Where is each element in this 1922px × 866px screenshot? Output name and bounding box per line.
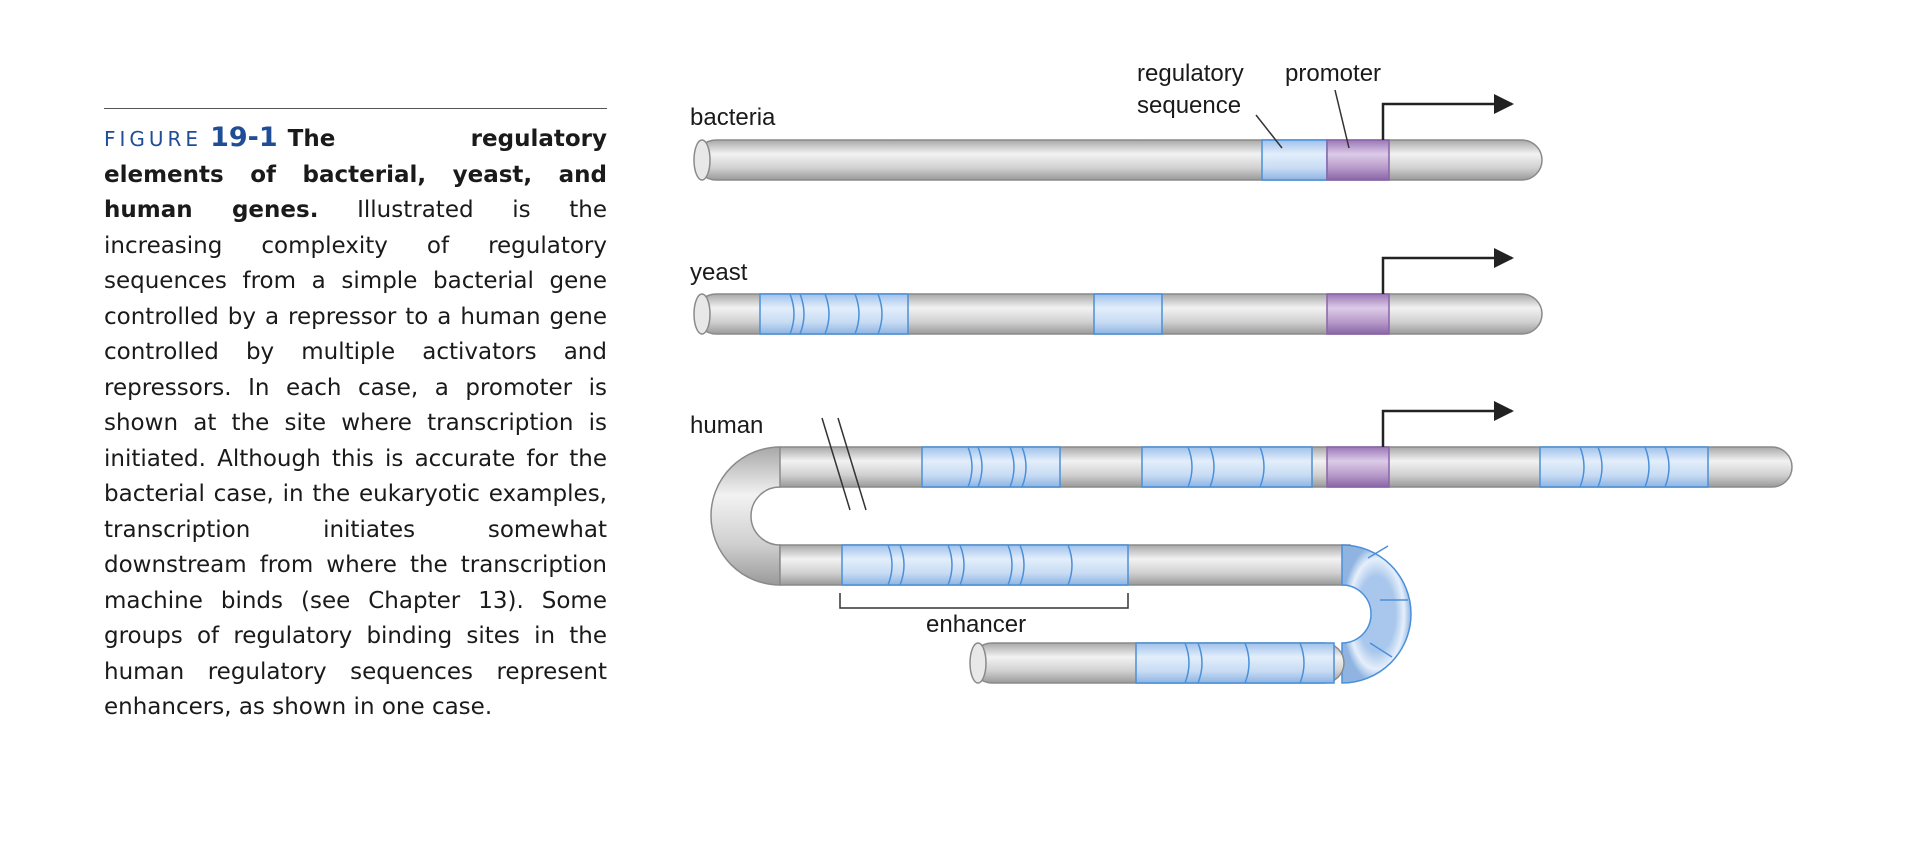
human-regulatory-cluster-2 xyxy=(1141,446,1313,488)
human-promoter xyxy=(1326,446,1390,488)
bacteria-strand-end xyxy=(693,139,711,181)
promoter-leader xyxy=(1334,89,1350,149)
yeast-gene: yeast xyxy=(690,248,1543,335)
bacteria-gene: bacteria regulatory sequence promoter xyxy=(690,60,1543,181)
yeast-site-dividers xyxy=(789,293,883,335)
yeast-regulatory-cluster xyxy=(759,293,909,335)
human-regulatory-cluster-4 xyxy=(1135,642,1335,684)
human-cluster-1-dividers xyxy=(967,446,1027,488)
yeast-label: yeast xyxy=(690,259,748,286)
human-cluster-2-dividers xyxy=(1187,446,1265,488)
figure-title: The regulatory elements of bacterial, ye… xyxy=(104,126,607,223)
caption-body: Illustrated is the increasing complexity… xyxy=(104,197,608,720)
human-break-mark-2 xyxy=(837,417,867,511)
enhancer-bracket xyxy=(839,593,1129,609)
bacteria-dna-strand xyxy=(695,139,1543,181)
human-regulatory-cluster-1 xyxy=(921,446,1061,488)
bacteria-transcription-arrow xyxy=(1381,94,1514,140)
regulatory-sequence-label-line2: sequence xyxy=(1137,92,1241,119)
human-cluster-4-dividers xyxy=(1184,642,1305,684)
figure-number: 19-1 xyxy=(210,122,278,153)
yeast-promoter xyxy=(1326,293,1390,335)
yeast-strand-end xyxy=(693,293,711,335)
promoter-label: promoter xyxy=(1285,60,1381,87)
enhancer-label: enhancer xyxy=(926,611,1026,638)
figure-label: FIGURE xyxy=(104,127,203,151)
human-strand-end xyxy=(969,642,987,684)
human-gene: human enhancer xyxy=(690,401,1793,684)
human-break-mark-1 xyxy=(821,417,851,511)
human-enhancer-dividers xyxy=(887,544,1073,586)
regulatory-sequence-leader xyxy=(1255,114,1283,149)
human-transcription-arrow xyxy=(1381,401,1514,447)
human-left-bend xyxy=(710,446,781,586)
human-right-bend xyxy=(1341,544,1412,684)
bacteria-label: bacteria xyxy=(690,104,776,131)
human-bend-dividers xyxy=(1367,545,1408,658)
human-cluster-3-dividers xyxy=(1579,446,1670,488)
human-regulatory-cluster-3 xyxy=(1539,446,1709,488)
human-label: human xyxy=(690,412,763,439)
yeast-regulatory-site xyxy=(1093,293,1163,335)
human-enhancer-cluster xyxy=(841,544,1129,586)
regulatory-sequence-label-line1: regulatory xyxy=(1137,60,1244,87)
bacteria-regulatory-site xyxy=(1261,139,1328,181)
caption-rule xyxy=(104,108,607,109)
yeast-transcription-arrow xyxy=(1381,248,1514,294)
bacteria-promoter xyxy=(1326,139,1390,181)
